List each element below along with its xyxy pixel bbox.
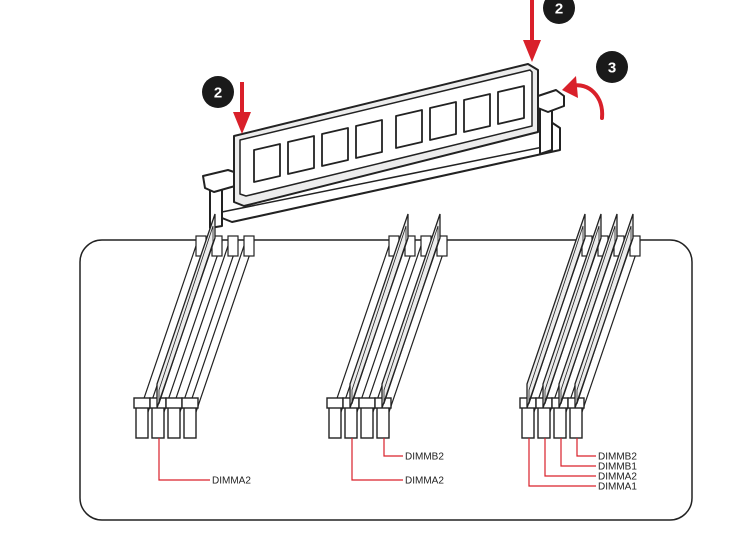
svg-text:2: 2 [555, 1, 563, 18]
empty-slot [326, 235, 400, 439]
empty-slot [181, 235, 255, 439]
slot-leader-line [383, 438, 403, 457]
latch-curved-arrow [562, 76, 605, 120]
svg-text:2: 2 [214, 85, 222, 102]
slot-label-dimma2: DIMMA2 [405, 476, 444, 487]
slot-leader-line [158, 438, 210, 481]
slot-leader-line [544, 438, 596, 477]
slot-configurations: DIMMA2DIMMB2DIMMA2DIMMB2DIMMB1DIMMA2DIMM… [133, 213, 641, 493]
slot-label-dimma2: DIMMA2 [598, 472, 637, 483]
memory-installation-illustration [202, 63, 565, 229]
memory-chips [253, 85, 525, 183]
slot-config-1: DIMMA2 [133, 213, 255, 487]
slot-right-latch [537, 89, 565, 113]
slot-leader-line [528, 438, 596, 487]
slot-label-dimma2: DIMMA2 [212, 476, 251, 487]
populated-slot [342, 213, 416, 439]
populated-slot [551, 213, 625, 439]
step-badge-top: 2 [543, 0, 575, 24]
empty-slot [165, 235, 239, 439]
slot-leader-line [351, 438, 403, 481]
populated-slot [149, 213, 223, 439]
slot-label-dimmb1: DIMMB1 [598, 462, 637, 473]
press-arrow-left [233, 82, 251, 134]
svg-text:3: 3 [608, 60, 616, 77]
slot-label-dimmb2: DIMMB2 [405, 452, 444, 463]
step-badge-latch: 3 [596, 51, 628, 83]
slot-leader-line [576, 438, 596, 457]
populated-slot [535, 213, 609, 439]
slot-leader-line [560, 438, 596, 467]
populated-slot [567, 213, 641, 439]
populated-slot [374, 213, 448, 439]
slot-label-dimmb2: DIMMB2 [598, 452, 637, 463]
populated-slot [519, 213, 593, 439]
press-arrow-top [523, 0, 541, 62]
step-badge-left: 2 [202, 76, 234, 108]
slot-label-dimma1: DIMMA1 [598, 482, 637, 493]
